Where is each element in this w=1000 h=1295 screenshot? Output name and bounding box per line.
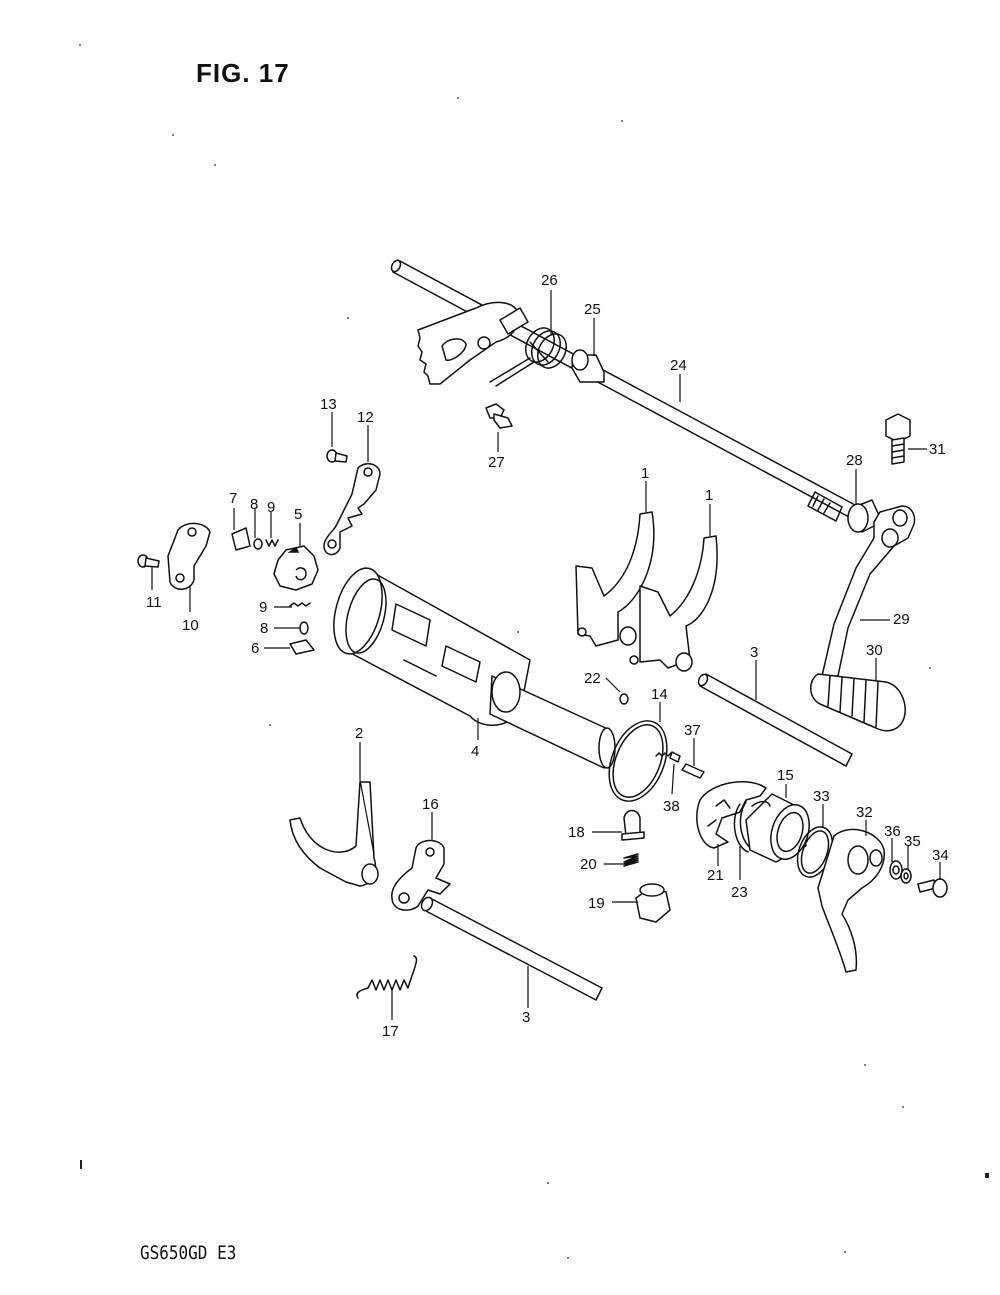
figure-title: FIG. 17	[196, 58, 290, 88]
cam-plate-21	[696, 781, 767, 849]
fork-shaft-3-lower	[420, 896, 603, 1001]
callout-14: 14	[651, 686, 668, 703]
circlip-14	[608, 720, 668, 802]
callout-35: 35	[904, 833, 921, 850]
callout-16: 16	[422, 796, 439, 813]
callout-21: 21	[707, 867, 724, 884]
callout-6: 6	[251, 640, 259, 657]
pin-22	[619, 693, 629, 705]
callout-38: 38	[663, 798, 680, 815]
pedal-rubber-30	[810, 673, 906, 732]
cam-guide-12	[323, 463, 381, 556]
bolt-31	[885, 413, 911, 465]
callout-33: 33	[813, 788, 830, 805]
callout-24: 24	[670, 357, 687, 374]
cam-gear-5	[273, 545, 319, 591]
contact-18	[621, 809, 645, 841]
shift-fork-1-left	[575, 511, 655, 647]
pin-8-lower	[299, 621, 309, 635]
gearshift-cam-4	[333, 567, 616, 769]
callout-13: 13	[320, 396, 337, 413]
callout-25: 25	[584, 301, 601, 318]
callout-23: 23	[731, 884, 748, 901]
callout-2: 2	[355, 725, 363, 742]
callout-18: 18	[568, 824, 585, 841]
return-spring-26	[489, 327, 568, 387]
callout-12: 12	[357, 409, 374, 426]
callouts: 26 25 24 13 12 27 31 28 1 1 7 8 9 5 11 1…	[146, 272, 949, 1040]
scan-specks	[79, 44, 989, 1259]
callout-37: 37	[684, 722, 701, 739]
screw-11	[137, 554, 160, 568]
screw-13	[326, 449, 348, 463]
callout-3-lower: 3	[522, 1009, 530, 1026]
callout-15: 15	[777, 767, 794, 784]
callout-19: 19	[588, 895, 605, 912]
callout-27: 27	[488, 454, 505, 471]
stopper-16	[391, 839, 451, 911]
callout-3-upper: 3	[750, 644, 758, 661]
shift-fork-2	[289, 781, 379, 887]
pin-37	[681, 763, 705, 779]
pawl-6	[289, 639, 315, 655]
callout-30: 30	[866, 642, 883, 659]
washer-35	[900, 868, 912, 884]
spring-17	[356, 955, 418, 999]
callout-22: 22	[584, 670, 601, 687]
gearshift-shaft-24	[390, 259, 856, 522]
pin-38	[655, 751, 681, 763]
fork-shaft-3-upper	[697, 673, 853, 767]
callout-20: 20	[580, 856, 597, 873]
callout-8-lower: 8	[260, 620, 268, 637]
bolt-34	[917, 878, 948, 898]
callout-11: 11	[146, 594, 162, 611]
spring-9-upper	[265, 539, 279, 547]
leader-lines	[151, 290, 941, 1020]
model-code: GS650GD E3	[140, 1241, 237, 1264]
callout-4: 4	[471, 743, 479, 760]
lever-32	[817, 828, 885, 973]
shift-arm-plate	[417, 301, 529, 385]
callout-1-right: 1	[705, 487, 713, 504]
callout-7: 7	[229, 490, 237, 507]
bearing-15	[745, 793, 810, 863]
callout-1-left: 1	[641, 465, 649, 482]
callout-26: 26	[541, 272, 558, 289]
callout-32: 32	[856, 804, 873, 821]
plug-19	[635, 883, 671, 923]
callout-36: 36	[884, 823, 901, 840]
spring-9-lower	[289, 602, 311, 607]
callout-31: 31	[929, 441, 946, 458]
callout-29: 29	[893, 611, 910, 628]
callout-5: 5	[294, 506, 302, 523]
callout-34: 34	[932, 847, 949, 864]
callout-10: 10	[182, 617, 199, 634]
spring-20	[623, 853, 639, 867]
callout-9-lower: 9	[259, 599, 267, 616]
collar-25	[571, 349, 605, 383]
callout-17: 17	[382, 1023, 399, 1040]
stopper-plate-10	[167, 522, 211, 590]
bolt-27	[485, 403, 513, 429]
washer-36	[889, 860, 903, 880]
callout-9-upper: 9	[267, 499, 275, 516]
pin-8-upper	[253, 538, 263, 550]
stopper-7	[231, 527, 251, 551]
shift-fork-1-right	[629, 535, 718, 672]
pedal-arm-29	[821, 505, 916, 677]
callout-28: 28	[846, 452, 863, 469]
callout-8-upper: 8	[250, 496, 258, 513]
